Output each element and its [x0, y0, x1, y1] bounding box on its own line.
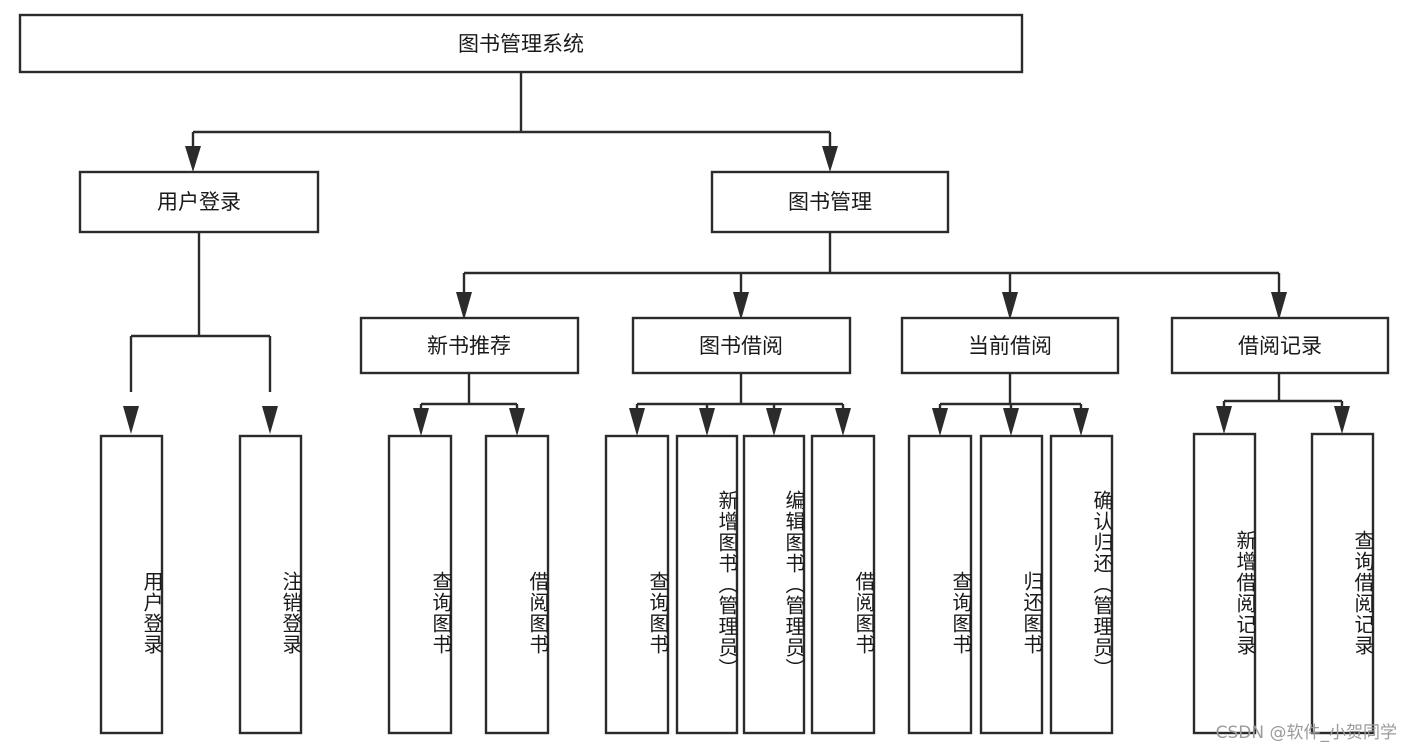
arrow-head-icon [1002, 292, 1018, 320]
arrow-head-icon [123, 406, 139, 434]
arrow-head-icon [1334, 406, 1350, 434]
node-root-label: 图书管理系统 [458, 32, 584, 56]
node-leaf-user-login[interactable] [99, 434, 164, 735]
node-book-management-label: 图书管理 [788, 190, 872, 214]
node-new-book-recommend-label: 新书推荐 [427, 334, 511, 358]
node-new-book-recommend[interactable]: 新书推荐 [359, 316, 580, 375]
arrow-head-icon [699, 408, 715, 436]
arrow-head-icon [932, 408, 948, 436]
node-leaf-logout[interactable] [238, 434, 303, 735]
node-leaf-borrow-book-1[interactable] [484, 434, 550, 735]
connector-userlogin-to-leaves [123, 232, 278, 434]
node-leaf-confirm-return-admin[interactable] [1049, 434, 1114, 735]
arrow-head-icon [1073, 408, 1089, 436]
watermark: CSDN @软件_小贺同学 [1215, 723, 1397, 743]
node-leaf-borrow-book-2[interactable] [810, 434, 876, 735]
connector-bookmgmt-to-level3 [456, 232, 1287, 320]
node-leaf-query-book-2[interactable] [604, 434, 670, 735]
connector-root-to-level2 [185, 72, 838, 172]
arrow-head-icon [629, 408, 645, 436]
connector-bookborrow-to-leaves [629, 373, 851, 436]
leaf-boxes-user-login [99, 434, 303, 735]
leaf-boxes-borrow-record [1192, 432, 1375, 735]
leaf-boxes-current-borrow [907, 434, 1114, 735]
arrow-head-icon [1003, 408, 1019, 436]
arrow-head-icon [1271, 292, 1287, 320]
node-leaf-add-book-admin[interactable] [675, 434, 739, 735]
arrow-head-icon [185, 146, 201, 172]
node-root[interactable]: 图书管理系统 [18, 13, 1024, 74]
arrow-head-icon [413, 408, 429, 436]
arrow-head-icon [1216, 406, 1232, 434]
connector-borrowrecord-to-leaves [1216, 373, 1350, 434]
node-leaf-query-borrow-record[interactable] [1310, 432, 1375, 735]
node-leaf-query-book-1[interactable] [387, 434, 453, 735]
node-borrow-record-label: 借阅记录 [1238, 334, 1322, 358]
node-leaf-add-borrow-record[interactable] [1192, 432, 1257, 735]
leaf-boxes-book-borrow [604, 434, 876, 735]
node-current-borrow[interactable]: 当前借阅 [900, 316, 1120, 375]
connector-currentborrow-to-leaves [932, 373, 1089, 436]
node-leaf-edit-book-admin[interactable] [742, 434, 806, 735]
arrow-head-icon [509, 408, 525, 436]
arrow-head-icon [835, 408, 851, 436]
leaf-boxes-new-book-recommend [387, 434, 550, 735]
node-user-login[interactable]: 用户登录 [78, 170, 320, 234]
node-book-management[interactable]: 图书管理 [710, 170, 950, 234]
node-leaf-return-book[interactable] [979, 434, 1044, 735]
node-book-borrow-label: 图书借阅 [699, 334, 783, 358]
arrow-head-icon [822, 146, 838, 172]
arrow-head-icon [733, 292, 749, 320]
node-borrow-record[interactable]: 借阅记录 [1170, 316, 1390, 375]
connector-newbook-to-leaves [413, 373, 525, 436]
arrow-head-icon [766, 408, 782, 436]
node-user-login-label: 用户登录 [157, 190, 241, 214]
arrow-head-icon [456, 292, 472, 320]
arrow-head-icon [262, 406, 278, 434]
node-current-borrow-label: 当前借阅 [968, 334, 1052, 358]
node-book-borrow[interactable]: 图书借阅 [631, 316, 852, 375]
node-leaf-query-book-3[interactable] [907, 434, 973, 735]
